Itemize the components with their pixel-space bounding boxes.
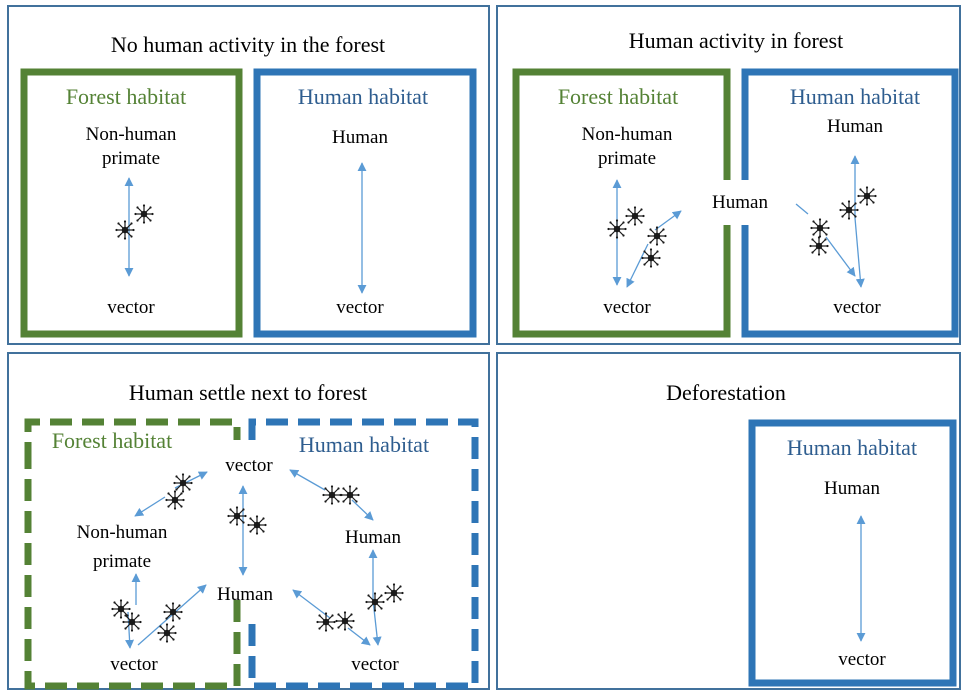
mosquito-icon: [321, 484, 343, 506]
panel-human-activity: Human activity in forest Forest habitat …: [496, 5, 961, 345]
human-label: Human: [332, 127, 388, 148]
mosquito-icon: [156, 622, 178, 644]
mosquito-icon: [110, 598, 132, 620]
bridge-human-label: Human: [712, 192, 768, 213]
human-label: Human: [345, 527, 401, 548]
bridge-human-backdrop: [697, 180, 787, 225]
panel-border: [496, 5, 961, 345]
mosquito-icon: [838, 199, 860, 221]
human-habitat-title: Human habitat: [298, 84, 428, 109]
mosquito-icon: [172, 472, 194, 494]
center-human-label: Human: [217, 584, 273, 605]
arrow-to-human: [351, 499, 374, 521]
mosquito-icon: [315, 611, 337, 633]
panel-no-human-activity: No human activity in the forest Forest h…: [7, 5, 490, 345]
vector-label: vector: [838, 649, 886, 670]
arrow-to-vector: [125, 611, 135, 649]
non-human-primate-line1: Non-human: [582, 124, 673, 145]
panel-border: [7, 5, 490, 345]
mosquito-icon: [246, 514, 268, 536]
panel-human-settle: Human settle next to forest Forest habit…: [7, 352, 490, 690]
non-human-primate-line1: Non-human: [86, 124, 177, 145]
mosquito-icon: [339, 484, 361, 506]
mosquito-icon: [624, 205, 646, 227]
mosquito-icon: [856, 185, 878, 207]
mosquito-icon: [162, 601, 184, 623]
mosquito-icon: [114, 219, 136, 241]
panel-deforestation: Deforestation Human habitat Human vector: [496, 352, 961, 690]
vector-label: vector: [603, 297, 651, 318]
human-habitat-title: Human habitat: [787, 435, 917, 460]
non-human-primate-line2: primate: [598, 148, 656, 169]
arrow-to-vector: [854, 217, 865, 288]
human-habitat-box: [253, 68, 477, 338]
mosquito-icon: [809, 217, 831, 239]
human-label: Human: [824, 478, 880, 499]
forest-habitat-box: [512, 68, 731, 338]
vector-label: vector: [351, 654, 399, 675]
forest-habitat-title: Forest habitat: [66, 84, 186, 109]
mosquito-icon: [133, 203, 155, 225]
mosquito-icon: [640, 247, 662, 269]
human-habitat-title: Human habitat: [299, 432, 429, 457]
arrow-to-human: [654, 210, 682, 231]
non-human-primate-line1: Non-human: [77, 522, 168, 543]
panel-title: Human settle next to forest: [129, 380, 367, 405]
mosquito-icon: [164, 489, 186, 511]
arrow-to-vector: [289, 469, 326, 491]
vector-label: vector: [110, 654, 158, 675]
panel-title: Deforestation: [666, 380, 786, 405]
mosquito-icon: [334, 610, 356, 632]
arrow-to-vector: [825, 236, 856, 277]
mosquito-icon: [606, 218, 628, 240]
mosquito-icon: [121, 611, 143, 633]
arrow-to-primate: [134, 496, 166, 517]
mosquito-icon: [383, 582, 405, 604]
vector-label: vector: [107, 297, 155, 318]
mosquito-icon: [646, 225, 668, 247]
arrow-from-human: [795, 203, 809, 215]
panel-border: [496, 352, 961, 690]
human-label: Human: [827, 116, 883, 137]
vector-label: vector: [833, 297, 881, 318]
arrow-to-vector: [372, 599, 382, 646]
forest-habitat-box: [20, 68, 243, 338]
mosquito-icon: [364, 591, 386, 613]
panel-title: No human activity in the forest: [111, 32, 385, 57]
panel-border: [7, 352, 490, 690]
arrow-to-human: [292, 589, 331, 619]
forest-habitat-title: Forest habitat: [52, 428, 172, 453]
non-human-primate-line2: primate: [102, 148, 160, 169]
panel-title: Human activity in forest: [629, 28, 843, 53]
human-habitat-box: [748, 419, 957, 687]
forest-habitat-box: [24, 418, 241, 690]
center-vector-label: vector: [225, 455, 273, 476]
non-human-primate-line2: primate: [93, 551, 151, 572]
arrow-to-vector: [347, 627, 371, 646]
vector-label: vector: [336, 297, 384, 318]
forest-habitat-title: Forest habitat: [558, 84, 678, 109]
human-habitat-title: Human habitat: [790, 84, 920, 109]
mosquito-icon: [226, 505, 248, 527]
human-habitat-box: [248, 418, 479, 690]
mosquito-icon: [808, 235, 830, 257]
